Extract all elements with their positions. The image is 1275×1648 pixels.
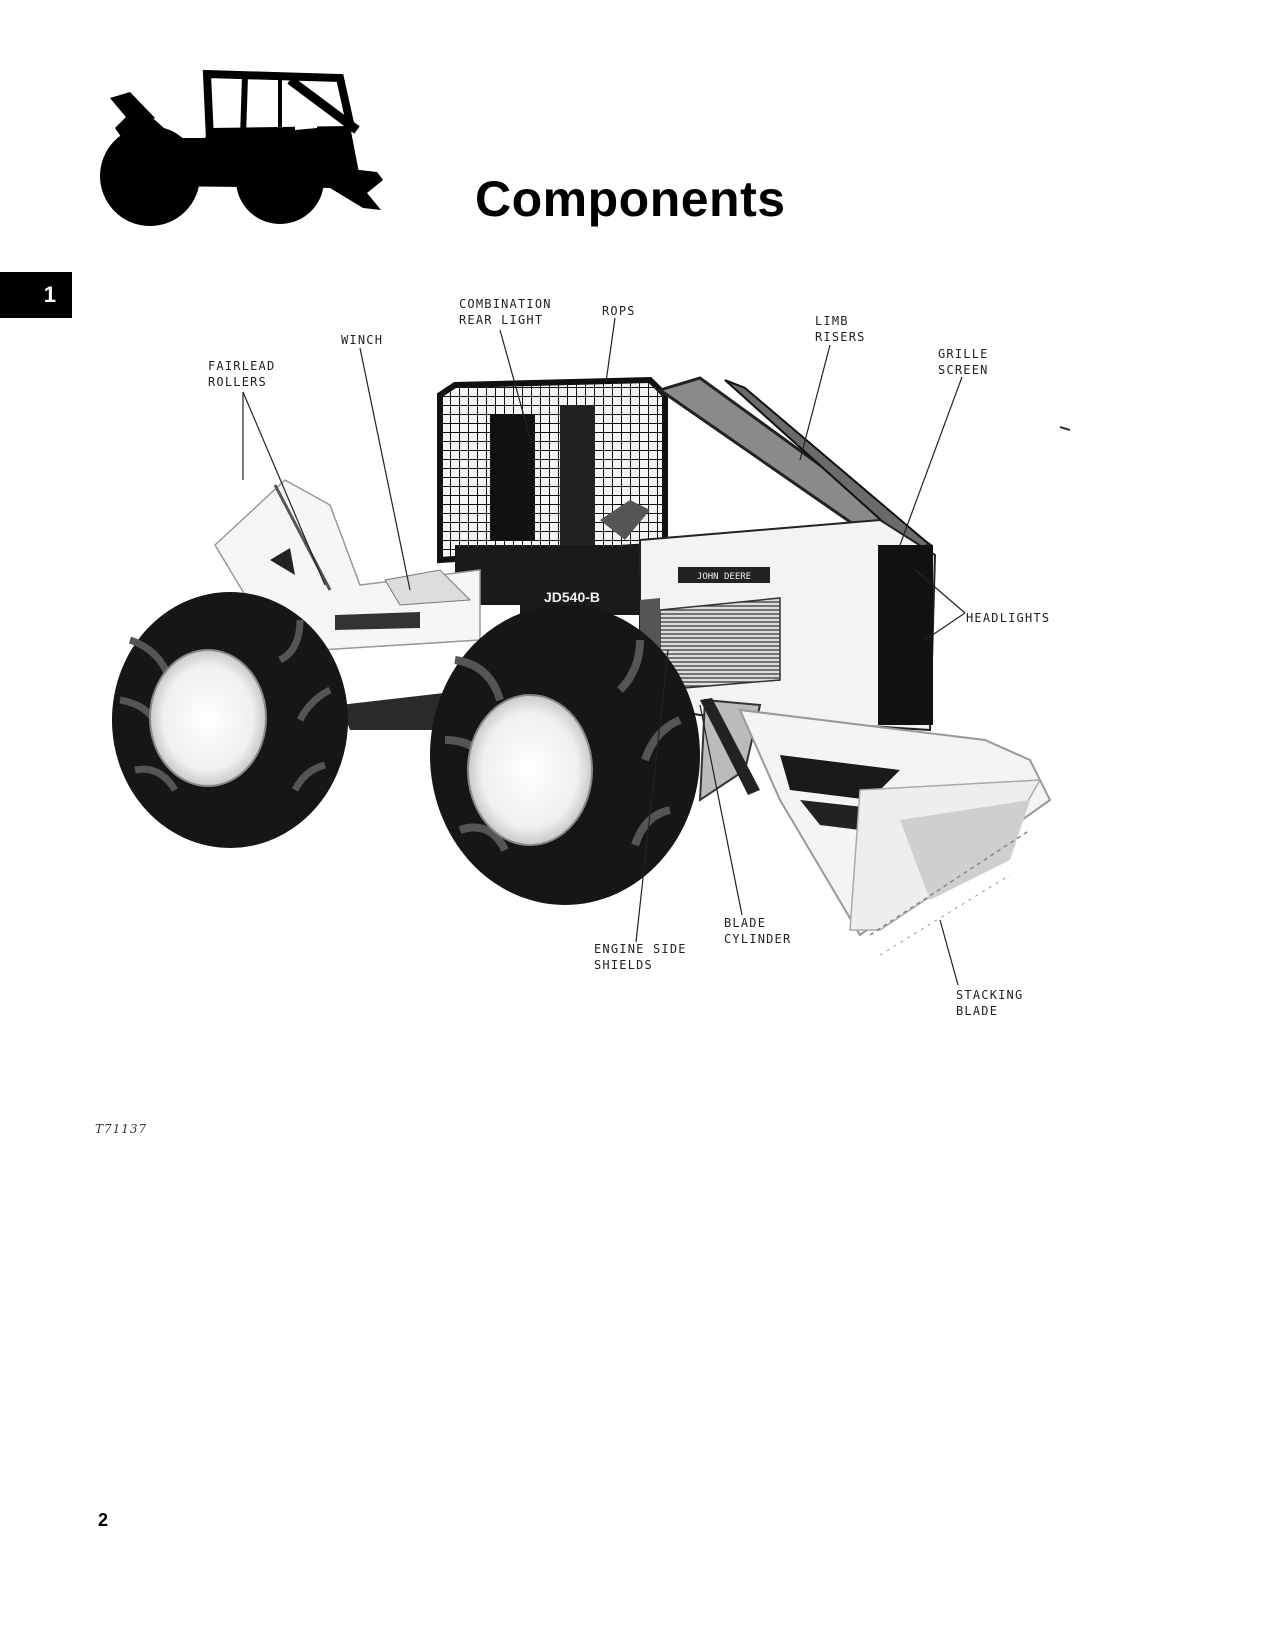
figure-id: T71137 bbox=[95, 1122, 148, 1136]
callout-combination-rear-light: COMBINATION REAR LIGHT bbox=[459, 297, 552, 327]
callout-engine-side-shields: ENGINE SIDE SHIELDS bbox=[594, 942, 687, 972]
scan-mark bbox=[1059, 426, 1071, 431]
model-plate: JD540-B bbox=[544, 589, 600, 605]
callout-headlights: HEADLIGHTS bbox=[966, 611, 1051, 625]
page-number: 2 bbox=[98, 1510, 109, 1530]
callout-rops: ROPS bbox=[602, 304, 636, 318]
page-title: Components bbox=[475, 171, 786, 227]
callout-limb-risers: LIMB RISERS bbox=[815, 314, 866, 344]
callout-fairlead-rollers: FAIRLEAD ROLLERS bbox=[208, 359, 276, 389]
skidder-illustration: JOHN DEERE JD540-B bbox=[112, 317, 1071, 986]
blade-cylinder bbox=[700, 698, 760, 795]
grille-screen-panel bbox=[878, 545, 933, 725]
brand-plate: JOHN DEERE bbox=[697, 572, 751, 582]
engine-hood: JOHN DEERE bbox=[639, 518, 937, 732]
callout-grille-screen: GRILLE SCREEN bbox=[938, 347, 989, 377]
leader-lines bbox=[242, 317, 966, 986]
rear-wheel bbox=[112, 592, 348, 848]
callout-winch: WINCH bbox=[341, 333, 384, 347]
callout-stacking-blade: STACKING BLADE bbox=[956, 988, 1024, 1018]
section-tab: 1 bbox=[0, 272, 72, 318]
stacking-blade bbox=[698, 698, 1052, 956]
front-wheel bbox=[430, 605, 700, 905]
callout-blade-cylinder: BLADE CYLINDER bbox=[724, 916, 792, 946]
skidder-silhouette-icon bbox=[100, 69, 383, 226]
